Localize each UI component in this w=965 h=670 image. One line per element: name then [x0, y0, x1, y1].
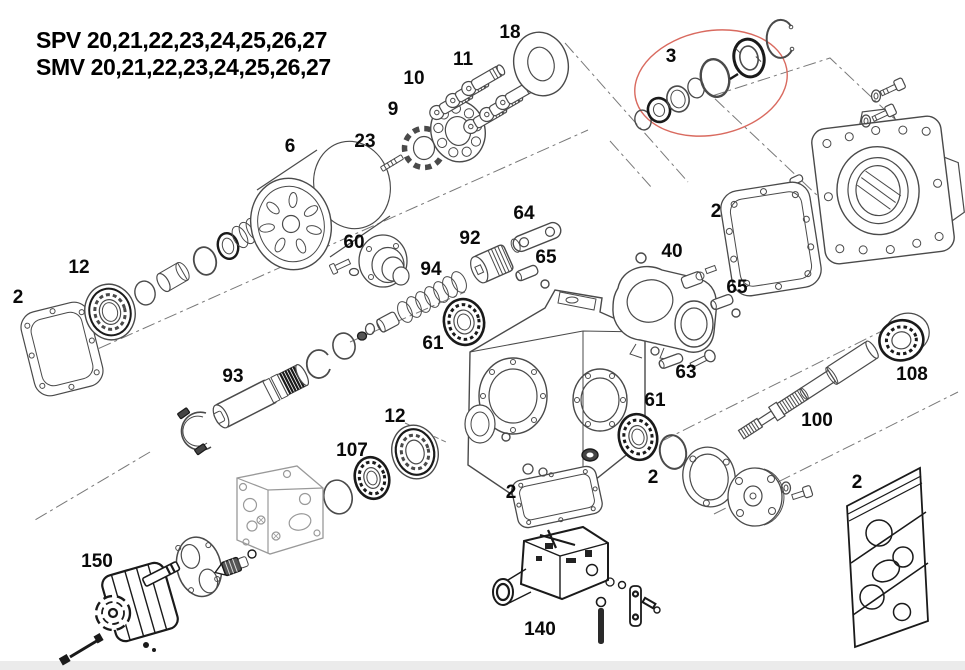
- o-ring-107-drawing: [323, 479, 353, 515]
- pump-plate-drawing: [175, 536, 223, 598]
- part-label-12-20: 12: [384, 406, 406, 427]
- shaft-flange-drawing: [727, 467, 785, 527]
- plug-92-drawing: [470, 244, 514, 284]
- part-label-2-9: 2: [12, 287, 24, 308]
- part-label-108-24: 108: [896, 364, 928, 385]
- pin-65-right-drawing: [710, 294, 741, 318]
- snap-ring-3-drawing: [765, 18, 793, 59]
- retainer-clip-drawing: [177, 407, 212, 456]
- pin-63-drawing: [650, 346, 716, 369]
- pin-65-upper-drawing: [515, 264, 550, 289]
- rear-cap-drawing: [811, 107, 965, 265]
- plug-60-drawing: [329, 234, 410, 288]
- bearing-61-upper-drawing: [442, 297, 486, 347]
- title-line-spv: SPV 20,21,22,23,24,25,26,27: [36, 27, 328, 53]
- washer-18-drawing: [512, 31, 570, 97]
- o-ring-small-b: [538, 467, 548, 477]
- part-label-40-15: 40: [661, 241, 683, 262]
- part-label-11-1: 11: [452, 49, 474, 70]
- seal-kit-bag-drawing: [846, 466, 929, 649]
- part-label-12-8: 12: [68, 257, 90, 278]
- part-label-2-23: 2: [647, 467, 659, 488]
- pump-housing-drawing: [464, 289, 658, 501]
- part-label-140-29: 140: [524, 619, 556, 640]
- bearing-108-drawing: [878, 312, 930, 362]
- highlight-ellipse: [634, 29, 788, 137]
- part-label-2-7: 2: [710, 201, 722, 222]
- part-label-18-0: 18: [499, 22, 521, 43]
- yoke-40-drawing: [612, 252, 718, 361]
- part-label-64-13: 64: [513, 203, 535, 224]
- cap-bolts-drawing: [860, 77, 906, 128]
- part-label-23-4: 23: [354, 131, 376, 152]
- part-label-2-27: 2: [851, 472, 863, 493]
- charge-pump-150-drawing: [58, 561, 181, 666]
- part-label-9-3: 9: [387, 99, 399, 120]
- o-ring-2-right-drawing: [658, 434, 688, 470]
- o-ring-small-a: [522, 463, 534, 475]
- diagram-title: SPV 20,21,22,23,24,25,26,27 SMV 20,21,22…: [36, 27, 331, 80]
- part-label-61-22: 61: [644, 390, 666, 411]
- seal-kit-3-drawing: [634, 18, 795, 137]
- part-label-107-21: 107: [336, 440, 368, 461]
- flange-bolt-drawing: [780, 481, 814, 501]
- part-label-61-17: 61: [422, 333, 444, 354]
- part-label-65-14: 65: [535, 247, 557, 268]
- part-label-60-10: 60: [343, 232, 365, 253]
- spring-94-drawing: [356, 271, 467, 341]
- part-label-6-5: 6: [284, 136, 296, 157]
- part-label-3-6: 3: [665, 46, 677, 67]
- part-label-93-19: 93: [222, 366, 244, 387]
- gasket-2-bottom-drawing: [511, 465, 603, 529]
- part-label-2-26: 2: [505, 482, 517, 503]
- lever-drawing: [605, 577, 661, 627]
- part-label-10-2: 10: [403, 68, 425, 89]
- part-label-100-25: 100: [801, 410, 833, 431]
- aux-pad-drawing: [236, 465, 324, 555]
- valve-block-140-drawing: [492, 525, 609, 606]
- part-label-94-12: 94: [420, 259, 442, 280]
- shaft-100-drawing: [737, 340, 879, 440]
- bearing-61-lower-drawing: [617, 412, 659, 462]
- page-edge-strip: [0, 661, 965, 670]
- servo-piston-93-drawing: [212, 364, 310, 429]
- valve-bolt-drawing: [595, 596, 607, 644]
- link-64-drawing: [510, 221, 562, 253]
- seal-plate-drawing: [682, 446, 736, 508]
- part-label-92-11: 92: [459, 228, 481, 249]
- part-label-65-16: 65: [726, 277, 748, 298]
- gasket-2-top-right-drawing: [720, 181, 822, 297]
- bearing-107-drawing: [353, 455, 391, 501]
- title-line-smv: SMV 20,21,22,23,24,25,26,27: [36, 53, 331, 80]
- snap-ring-93-drawing: [305, 349, 331, 379]
- bearing-12-bottom-drawing: [391, 424, 439, 480]
- part-label-63-18: 63: [675, 362, 697, 383]
- bearing-12-left-drawing: [84, 283, 136, 341]
- retainer-plate-10-drawing: [430, 99, 486, 163]
- cylinder-block-6-drawing: [249, 140, 391, 271]
- stud-23-drawing: [380, 154, 404, 172]
- part-label-150-28: 150: [81, 551, 113, 572]
- o-ring-check-valve: [247, 549, 257, 559]
- o-ring-93-drawing: [332, 332, 356, 360]
- check-valve-drawing: [213, 556, 249, 577]
